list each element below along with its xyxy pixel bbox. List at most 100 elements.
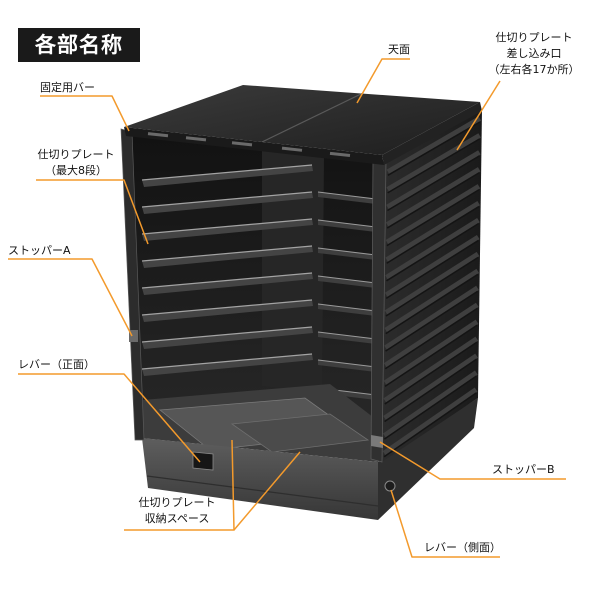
plate-slot [386, 116, 482, 174]
plate-slot-shadow [385, 273, 479, 335]
plate-slot-shadow [386, 189, 480, 247]
partition-plate-edge [141, 191, 313, 208]
plate-slot [385, 167, 481, 227]
label-line: 収納スペース [144, 512, 210, 525]
stopper-a [129, 330, 138, 342]
top-right-edge [382, 102, 482, 165]
leader-fixing-bar [40, 95, 130, 132]
stopper-b [371, 435, 383, 448]
label-top-panel: 天面 [388, 43, 410, 56]
partition-ledge-edge [317, 275, 377, 284]
leader-partition-plates [36, 179, 149, 245]
label-line: 差し込み口 [506, 47, 562, 60]
partition-ledge [318, 276, 376, 288]
base-right-side [378, 398, 478, 520]
fixing-bar-notch [329, 151, 351, 158]
plate-slot [383, 319, 479, 385]
label-line: （左右各17か所） [488, 63, 580, 76]
partition-ledge-edge [317, 359, 377, 368]
plate-slots-side [382, 116, 482, 458]
base-seam [146, 475, 379, 507]
plate-slot [386, 133, 481, 192]
leader-lines [8, 58, 566, 558]
plate-slot [384, 251, 480, 315]
partition-plate [142, 192, 313, 214]
leader-lever-front [18, 373, 201, 463]
partition-ledge-edge [317, 247, 377, 256]
partition-ledge-edge [317, 191, 377, 200]
plate-slot-shadow [384, 358, 478, 423]
partition-plate [142, 246, 313, 268]
partition-ledge [318, 304, 376, 316]
plate-slot-shadow [386, 172, 480, 229]
partition-plate [142, 273, 313, 295]
label-partition-plates: 仕切りプレート （最大8段） [30, 147, 122, 179]
label-line: 仕切りプレート [138, 496, 216, 509]
partition-ledge [318, 220, 376, 232]
plate-slot-shadow [385, 256, 479, 317]
label-lever-side: レバー（側面） [424, 541, 501, 554]
plate-slot-shadow [386, 206, 480, 264]
plate-slot-shadow [384, 307, 478, 370]
plate-slot [386, 150, 481, 210]
label-stopper-b: ストッパーB [492, 463, 555, 476]
fixing-bar-notch [147, 132, 169, 138]
label-lever-front: レバー（正面） [18, 358, 95, 371]
plate-slot [384, 285, 479, 350]
partition-ledge [318, 248, 376, 260]
partition-ledge-edge [317, 219, 377, 228]
top-front-edge [124, 127, 384, 165]
plate-slot [385, 217, 480, 280]
plate-slot-shadow [385, 290, 478, 352]
top-panel-seam [261, 92, 364, 143]
label-line: 仕切りプレート [495, 31, 573, 44]
plate-slot [383, 302, 479, 368]
partition-plates-left [141, 164, 313, 376]
plate-slot-shadow [383, 375, 477, 440]
partition-plate-edge [141, 326, 313, 343]
fixing-bar-notch [185, 136, 207, 142]
storage-rack [120, 85, 482, 520]
partition-plate-edge [141, 272, 313, 289]
partition-ledge-edge [317, 303, 377, 312]
label-line: 仕切りプレート [37, 148, 115, 161]
partition-ledge [318, 192, 376, 204]
leader-top-panel [356, 58, 410, 104]
partition-plate [142, 219, 313, 241]
plate-slot-shadow [387, 138, 481, 194]
plate-slot-shadow [384, 324, 478, 387]
partition-plate-edge [141, 245, 313, 262]
plate-slot [383, 353, 478, 421]
plate-slot-shadow [384, 341, 478, 405]
leader-plate-slot [456, 80, 501, 151]
plate-slot [385, 184, 481, 245]
partition-plate [142, 327, 313, 349]
plate-slot [385, 201, 481, 262]
partition-ledge [318, 360, 376, 372]
front-lever [192, 451, 214, 471]
plate-slot [384, 234, 480, 298]
partition-plate [142, 354, 313, 376]
plate-slot-shadow [383, 392, 477, 458]
partition-plate-edge [141, 353, 313, 370]
side-lever [384, 480, 396, 492]
top-panel [124, 85, 480, 155]
stored-plate [230, 413, 370, 453]
plate-slot [382, 370, 478, 438]
fixing-bar-notch [281, 146, 303, 152]
partition-ledge-edge [317, 331, 377, 340]
plate-slot [383, 336, 479, 403]
label-fixing-bar: 固定用バー [40, 81, 95, 94]
fixing-bar-notch [231, 141, 253, 147]
plate-slot [382, 387, 478, 456]
leader-plate-storage [233, 451, 301, 531]
label-line: （最大8段） [45, 164, 107, 177]
leader-stopper-a [8, 258, 133, 337]
partition-plate [142, 165, 313, 187]
label-plate-slot: 仕切りプレート 差し込み口 （左右各17か所） [478, 30, 590, 78]
partition-plate [142, 300, 313, 322]
partition-plate-edge [141, 299, 313, 316]
partition-ledge [318, 332, 376, 344]
section-title: 各部名称 [18, 28, 140, 62]
